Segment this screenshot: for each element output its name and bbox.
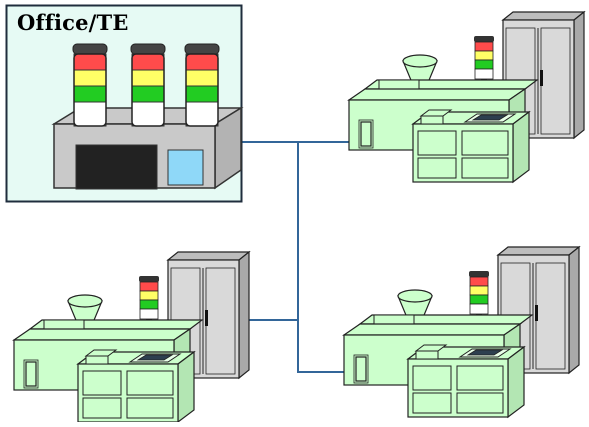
hopper xyxy=(397,289,433,331)
operator-station xyxy=(76,349,196,424)
office-signal-tower xyxy=(184,43,220,127)
office-signal-tower xyxy=(72,43,108,127)
link-bottom-right xyxy=(297,320,345,373)
machine-bottom-left xyxy=(12,250,251,424)
office-label: Office/TE xyxy=(17,10,129,35)
control-console xyxy=(51,106,244,190)
console-screen xyxy=(75,144,158,190)
signal-tower xyxy=(139,276,159,333)
operator-station xyxy=(411,109,531,184)
link-office-trunk xyxy=(240,141,299,321)
console-monitor xyxy=(167,149,204,186)
control-cabinet xyxy=(166,250,251,380)
machines-layer xyxy=(12,10,586,424)
office-signal-towers xyxy=(72,43,220,127)
office-panel xyxy=(5,4,244,203)
operator-station xyxy=(406,344,526,419)
control-cabinet xyxy=(496,245,581,375)
machine-top-right xyxy=(347,10,586,184)
machine-bottom-right xyxy=(342,245,581,419)
office-signal-tower xyxy=(130,43,166,127)
network-links xyxy=(240,141,360,373)
